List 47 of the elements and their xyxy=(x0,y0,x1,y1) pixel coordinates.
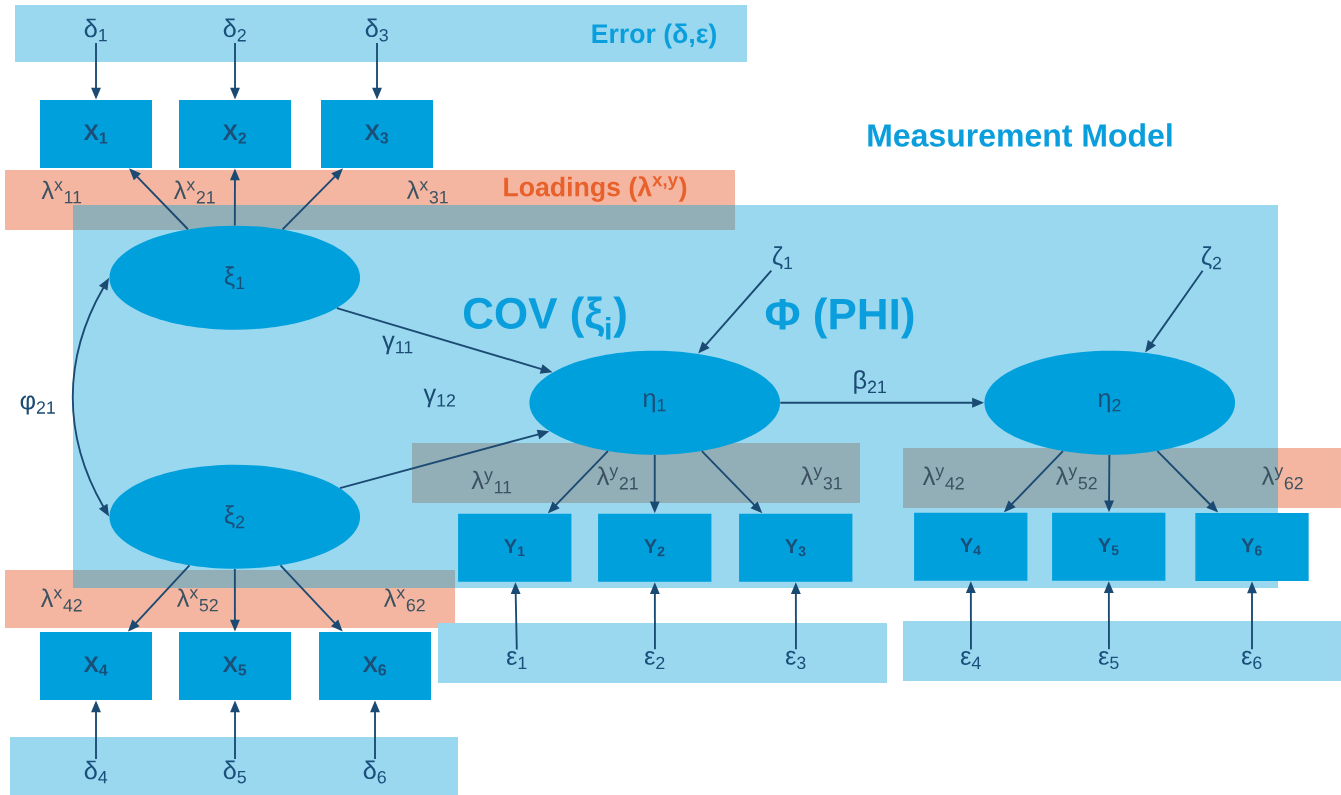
edge-label: λ$^{x}$11 xyxy=(41,180,82,204)
edge-label: λ$^{x}$31 xyxy=(406,180,448,204)
indicator-box: X$_{4}$ xyxy=(40,632,152,700)
symbol-label: ζ$_{2}$ xyxy=(1201,246,1222,270)
panel-heading: Φ (PHI) xyxy=(765,297,914,339)
indicator-box: X$_{2}$ xyxy=(179,100,291,168)
edge-label: λ$^{x}$42 xyxy=(40,588,82,612)
edge-label: γ$_{12}$ xyxy=(423,388,455,408)
edge-label: λ$^{y}$11 xyxy=(471,470,512,494)
indicator-box: Y$_{2}$ xyxy=(598,513,712,582)
edge-label: λ$^{y}$31 xyxy=(800,466,842,490)
symbol-label: ε$_{1}$ xyxy=(506,651,527,669)
edge-label: λ$^{x}$62 xyxy=(383,588,425,612)
indicator-box: X$_{3}$ xyxy=(321,100,433,168)
edge-label: λ$^{x}$21 xyxy=(173,180,215,204)
symbol-label: δ$_{3}$ xyxy=(365,18,388,42)
indicator-box: Y$_{4}$ xyxy=(914,512,1028,581)
symbol-label: ε$_{4}$ xyxy=(960,651,981,669)
edge-label: λ$^{x}$52 xyxy=(176,588,218,612)
symbol-label: ε$_{6}$ xyxy=(1241,650,1262,670)
edge-label: φ$_{21}$ xyxy=(20,395,55,415)
symbol-label: δ$_{6}$ xyxy=(363,760,386,784)
symbol-label: δ$_{1}$ xyxy=(84,18,107,42)
indicator-box: Y$_{3}$ xyxy=(739,513,853,582)
symbol-label: ε$_{2}$ xyxy=(644,650,665,670)
edge-label: λ$^{y}$62 xyxy=(1261,466,1303,490)
edge-label: λ$^{y}$21 xyxy=(596,466,638,490)
symbol-label: ε$_{5}$ xyxy=(1098,650,1119,669)
edge-label: γ$_{11}$ xyxy=(382,335,413,355)
edge-label: λ$^{y}$42 xyxy=(922,466,964,490)
edge-label: β$_{21}$ xyxy=(854,370,886,394)
indicator-box: Y$_{5}$ xyxy=(1052,512,1166,581)
symbol-label: ε$_{3}$ xyxy=(785,650,806,670)
symbol-label: ζ$_{1}$ xyxy=(772,246,793,270)
band-title: Loadings (λ$^{x,y}$) xyxy=(504,176,687,202)
indicator-box: X$_{1}$ xyxy=(40,100,152,168)
panel-heading: COV (ξ$_{i}$) xyxy=(463,296,626,340)
band-title: Error (δ,ε) xyxy=(592,23,716,49)
indicator-box: Y$_{1}$ xyxy=(458,513,572,582)
edge-label: λ$^{y}$52 xyxy=(1055,466,1097,490)
panel-title: Measurement Model xyxy=(868,123,1172,147)
indicator-box: Y$_{6}$ xyxy=(1195,513,1309,581)
symbol-label: δ$_{5}$ xyxy=(223,760,246,784)
indicator-box: X$_{6}$ xyxy=(319,632,431,700)
indicator-box: X$_{5}$ xyxy=(179,632,291,700)
symbol-label: δ$_{4}$ xyxy=(84,760,108,784)
symbol-label: δ$_{2}$ xyxy=(223,18,246,42)
